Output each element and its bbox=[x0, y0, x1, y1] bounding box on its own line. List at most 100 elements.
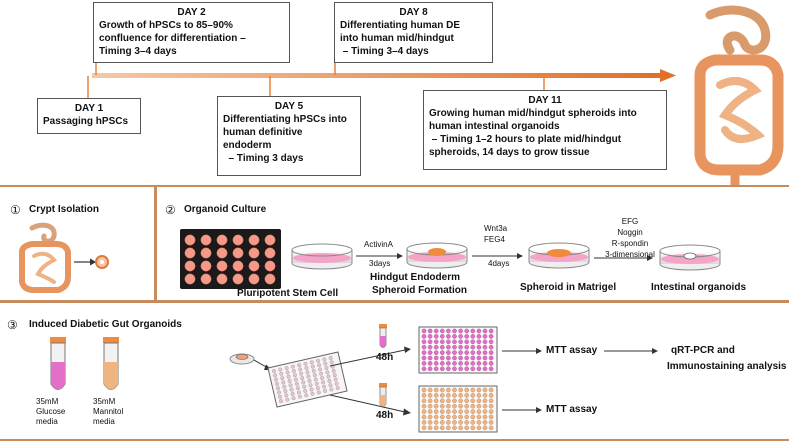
mannitol-well bbox=[427, 409, 433, 414]
mannitol-well bbox=[427, 420, 433, 425]
source-well bbox=[328, 383, 333, 388]
source-well bbox=[320, 376, 325, 381]
glucose-plate bbox=[418, 326, 498, 374]
source-well bbox=[321, 380, 326, 385]
day8-text-3: – Timing 3–4 days bbox=[340, 46, 429, 57]
glucose-well bbox=[421, 328, 427, 334]
glucose-well bbox=[439, 328, 445, 334]
source-well bbox=[335, 386, 340, 391]
plate-well bbox=[184, 260, 196, 272]
wnt3a-label: Wnt3a bbox=[484, 224, 508, 233]
mannitol-well bbox=[458, 425, 463, 431]
time-mannitol: 48h bbox=[376, 410, 394, 421]
glucose-well bbox=[488, 355, 494, 361]
source-well bbox=[316, 390, 321, 395]
source-well bbox=[304, 393, 309, 398]
crypt-title: Crypt Isolation bbox=[29, 204, 100, 215]
glucose-well bbox=[446, 355, 451, 361]
glucose-well bbox=[488, 361, 494, 366]
source-well bbox=[333, 377, 338, 382]
day5-label: DAY 5 bbox=[274, 101, 304, 112]
mannitol-well bbox=[452, 398, 457, 404]
source-well bbox=[329, 387, 334, 392]
mannitol-well bbox=[439, 414, 445, 420]
timeline-arrowhead bbox=[660, 69, 676, 82]
mannitol-well bbox=[470, 414, 476, 420]
plate-well bbox=[200, 260, 212, 272]
mannitol-well bbox=[446, 398, 451, 404]
mannitol-well bbox=[476, 393, 482, 398]
source-well bbox=[297, 363, 302, 368]
day2-label: DAY 2 bbox=[177, 7, 206, 18]
day2-text-2: confluence for differentiation – bbox=[99, 33, 246, 44]
day2-text-3: Timing 3–4 days bbox=[99, 46, 177, 57]
glucose-well bbox=[427, 361, 433, 366]
source-well bbox=[329, 360, 334, 365]
mannitol-well bbox=[488, 425, 494, 431]
glucose-well bbox=[476, 328, 482, 334]
mannitol-well bbox=[439, 387, 445, 393]
mannitol-well bbox=[488, 403, 494, 409]
activin-label: ActivinA bbox=[364, 240, 393, 249]
plate-well bbox=[200, 234, 212, 246]
glucose-well bbox=[458, 350, 463, 355]
source-well bbox=[284, 366, 289, 371]
plate-well bbox=[248, 234, 260, 246]
glucose-well bbox=[470, 339, 476, 345]
mannitol-well bbox=[476, 420, 482, 425]
glucose-well bbox=[452, 350, 457, 355]
dish-1 bbox=[291, 243, 353, 270]
day2-text-1: Growth of hPSCs to 85–90% bbox=[99, 20, 233, 31]
glucose-well bbox=[421, 344, 427, 350]
mannitol-well bbox=[439, 425, 445, 431]
glucose-well bbox=[421, 350, 427, 355]
source-well bbox=[281, 380, 286, 385]
glucose-well bbox=[488, 328, 494, 334]
day11-box: DAY 11 Growing human mid/hindgut spheroi… bbox=[423, 90, 667, 170]
mannitol-well bbox=[446, 409, 451, 414]
day5-text-2: human definitive bbox=[223, 127, 303, 138]
dish-2 bbox=[406, 242, 468, 269]
day2-box: DAY 2 Growth of hPSCs to 85–90% confluen… bbox=[93, 2, 290, 63]
mannitol-well bbox=[458, 387, 463, 393]
glucose-well bbox=[439, 361, 445, 366]
glucose-well bbox=[439, 339, 445, 345]
day1-text-1: Passaging hPSCs bbox=[43, 116, 129, 127]
mannitol-well bbox=[482, 398, 488, 404]
glucose-well bbox=[427, 350, 433, 355]
mannitol-well bbox=[464, 398, 470, 404]
glucose-well bbox=[433, 339, 439, 345]
source-well bbox=[284, 393, 289, 398]
three-d-label: 3-dimensional bbox=[605, 250, 655, 259]
glucose-well bbox=[482, 328, 488, 334]
source-well bbox=[303, 389, 308, 394]
mannitol-well bbox=[482, 409, 488, 414]
mannitol-well bbox=[476, 409, 482, 414]
diabetic-number: ③ bbox=[7, 318, 18, 332]
source-well bbox=[294, 381, 299, 386]
mannitol-well bbox=[476, 414, 482, 420]
glucose-well bbox=[433, 350, 439, 355]
plate-well bbox=[184, 234, 196, 246]
glucose-well bbox=[464, 361, 470, 366]
source-well bbox=[331, 368, 336, 373]
plate-well bbox=[264, 273, 276, 285]
mannitol-plate bbox=[418, 385, 498, 433]
source-well bbox=[327, 378, 332, 383]
glucose-well bbox=[427, 344, 433, 350]
timeline-arrow-shaft bbox=[92, 73, 660, 78]
day8-label: DAY 8 bbox=[399, 7, 428, 18]
glucose-well bbox=[439, 366, 445, 372]
source-well bbox=[324, 366, 329, 371]
crypt-lumen bbox=[100, 260, 104, 264]
glucose-well bbox=[464, 339, 470, 345]
source-well bbox=[297, 394, 302, 399]
glucose-well bbox=[427, 339, 433, 345]
plate-well bbox=[248, 260, 260, 272]
source-well bbox=[279, 371, 284, 376]
glucose-well bbox=[458, 355, 463, 361]
glucose-well bbox=[427, 334, 433, 339]
mannitol-well bbox=[427, 403, 433, 409]
mannitol-small-tube bbox=[379, 383, 387, 407]
